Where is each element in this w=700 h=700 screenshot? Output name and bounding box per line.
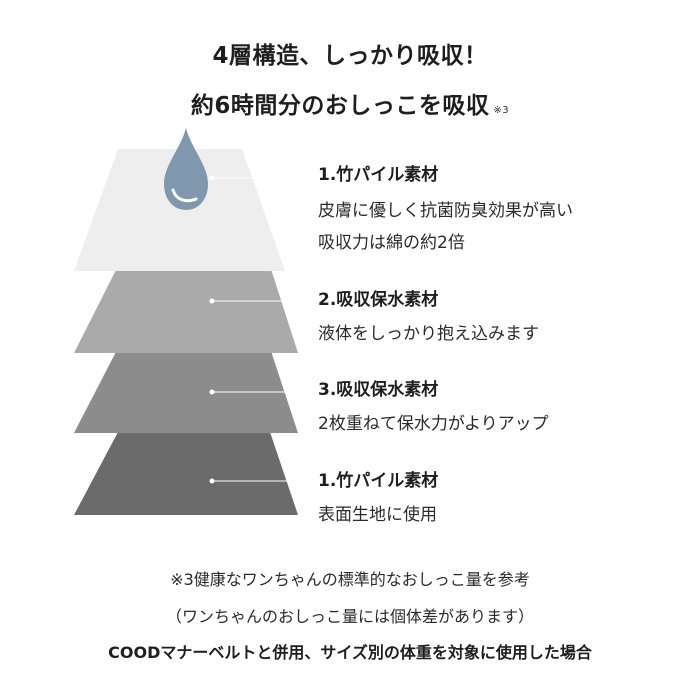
footnote-line-2: （ワンちゃんのおしっこ量には個体差があります） xyxy=(165,607,534,626)
layer-1-desc-1: 皮膚に優しく抗菌防臭効果が高い xyxy=(318,201,573,221)
layer-3-title: 3.吸収保水素材 xyxy=(318,380,439,400)
layer-4-label: 1.竹パイル素材 表面生地に使用 xyxy=(318,469,438,531)
headline-note-mark: ※3 xyxy=(493,105,510,116)
headline-line-2: 約6時間分のおしっこを吸収※3 xyxy=(0,86,700,120)
layer-3-label: 3.吸収保水素材 2枚重ねて保水力がよりアップ xyxy=(318,378,549,440)
headline-line-1: 4層構造、しっかり吸収！ xyxy=(0,36,700,70)
layer-1-desc-2: 吸収力は綿の約2倍 xyxy=(318,233,465,253)
headline-text-2: 約6時間分のおしっこを吸収 xyxy=(190,93,490,119)
water-drop-icon xyxy=(164,128,208,210)
layer-3-sheet xyxy=(74,348,298,433)
layer-2-desc-1: 液体をしっかり抱え込みます xyxy=(318,324,539,344)
footnote-line-1: ※3健康なワンちゃんの標準的なおしっこ量を参考 xyxy=(170,570,530,589)
water-drop-highlight xyxy=(171,188,198,203)
layer-2-label: 2.吸収保水素材 液体をしっかり抱え込みます xyxy=(318,288,539,350)
layer-4-title: 1.竹パイル素材 xyxy=(318,471,439,491)
water-drop-shape xyxy=(164,128,208,210)
headline-text-1: 4層構造、しっかり吸収！ xyxy=(212,43,488,69)
layer-4-sheet xyxy=(74,432,298,515)
layer-4-desc-1: 表面生地に使用 xyxy=(318,505,437,525)
layer-3-desc-1: 2枚重ねて保水力がよりアップ xyxy=(318,414,549,434)
layer-1-title: 1.竹パイル素材 xyxy=(318,165,439,185)
layer-1-label: 1.竹パイル素材 皮膚に優しく抗菌防臭効果が高い 吸収力は綿の約2倍 xyxy=(318,163,573,259)
footnote-line-3: COODマナーベルトと併用、サイズ別の体重を対象に使用した場合 xyxy=(108,643,592,662)
layer-2-sheet xyxy=(74,266,298,353)
layer-2-title: 2.吸収保水素材 xyxy=(318,290,439,310)
layer-1-sheet xyxy=(74,149,285,271)
